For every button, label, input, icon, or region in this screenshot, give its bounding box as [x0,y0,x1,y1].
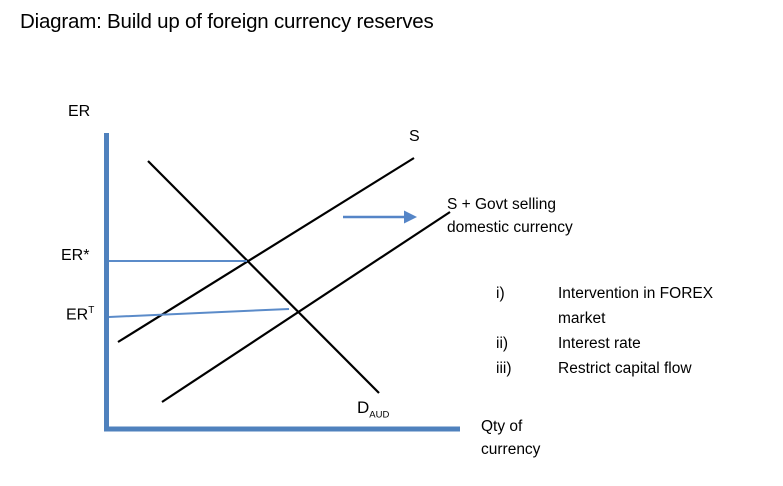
er-t-superscript: T [88,305,95,316]
supply-curve-label: S [409,128,420,145]
policy-notes-list: i) Intervention in FOREX market ii) Inte… [496,281,736,381]
er-t-label: ERT [66,305,94,324]
demand-base: D [357,398,370,417]
list-item: ii) Interest rate [496,331,736,356]
list-item-number: iii) [496,360,512,377]
list-item-text: Restrict capital flow [558,360,692,377]
list-item: iii) Restrict capital flow [496,356,736,381]
x-axis-label-line2: currency [481,441,541,458]
list-item-text: Intervention in FOREX market [558,285,714,327]
er-star-label: ER* [61,247,90,264]
supply-curve [117,157,415,343]
er-t-guide-line [108,308,290,318]
shift-arrow-head-icon [404,210,417,224]
demand-subscript: AUD [369,409,390,421]
list-item-number: i) [496,285,505,302]
er-t-base: ER [66,306,89,324]
x-axis-label: Qty of currency [481,415,540,461]
supply-shifted-curve [161,211,451,403]
list-item-text: Interest rate [558,335,641,352]
list-item: i) Intervention in FOREX market [496,281,736,331]
demand-curve [147,160,380,394]
supply-shifted-label: S + Govt selling domestic currency [447,194,573,239]
y-axis-label: ER [68,103,91,120]
supply-shifted-label-line1: S + Govt selling [447,196,556,213]
demand-curve-label: DAUD [357,398,389,420]
x-axis-label-line1: Qty of [481,418,523,435]
page-title: Diagram: Build up of foreign currency re… [20,10,434,33]
supply-shifted-label-line2: domestic currency [447,218,573,236]
list-item-number: ii) [496,335,509,352]
